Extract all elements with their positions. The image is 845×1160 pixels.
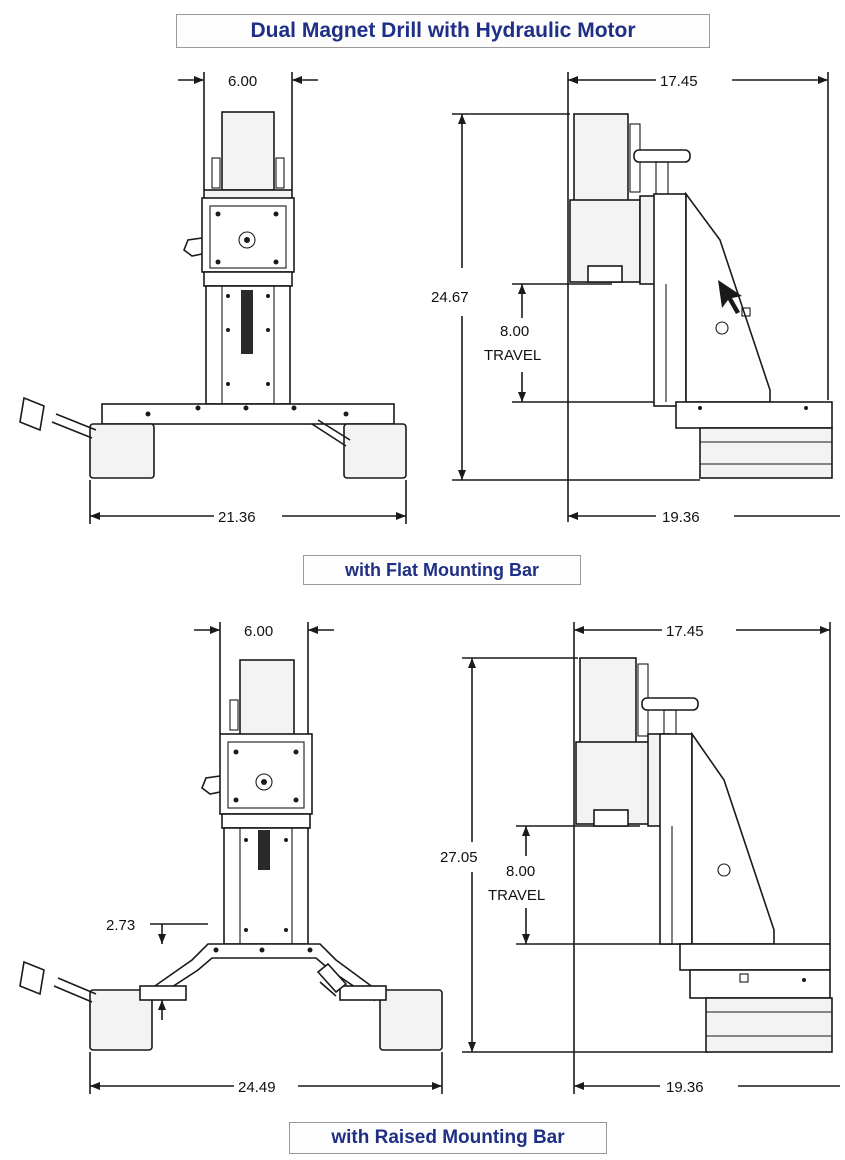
side-flat-travel-value: 8.00 (500, 323, 529, 340)
side-raised-height-dimension: 27.05 (440, 849, 478, 866)
front-raised-top-width-dimension: 6.00 (244, 623, 273, 640)
front-view-raised-bar: 6.00 2.73 (19, 622, 443, 1096)
front-view-flat-bar: 6.00 (19, 72, 407, 526)
front-flat-top-width-dimension: 6.00 (228, 73, 257, 90)
side-raised-travel-value: 8.00 (506, 863, 535, 880)
caption-flat-mounting-bar: with Flat Mounting Bar (303, 555, 581, 585)
front-raised-base-width-dimension: 24.49 (238, 1079, 276, 1096)
side-view-flat-bar: 17.45 24.67 8.00 TRAVEL (431, 72, 840, 526)
side-raised-base-depth-dimension: 19.36 (666, 1079, 704, 1096)
diagram-title: Dual Magnet Drill with Hydraulic Motor (176, 14, 710, 48)
front-flat-base-width-dimension: 21.36 (218, 509, 256, 526)
side-flat-top-depth-dimension: 17.45 (660, 73, 698, 90)
side-raised-travel-label: TRAVEL (488, 887, 545, 904)
side-raised-top-depth-dimension: 17.45 (666, 623, 704, 640)
front-raised-bar-rise-dimension: 2.73 (106, 917, 135, 934)
side-flat-travel-label: TRAVEL (484, 347, 541, 364)
side-flat-base-depth-dimension: 19.36 (662, 509, 700, 526)
side-view-raised-bar: 17.45 27.05 8.00 TRAVEL (440, 622, 840, 1096)
side-flat-height-dimension: 24.67 (431, 289, 469, 306)
caption-raised-mounting-bar: with Raised Mounting Bar (289, 1122, 607, 1154)
